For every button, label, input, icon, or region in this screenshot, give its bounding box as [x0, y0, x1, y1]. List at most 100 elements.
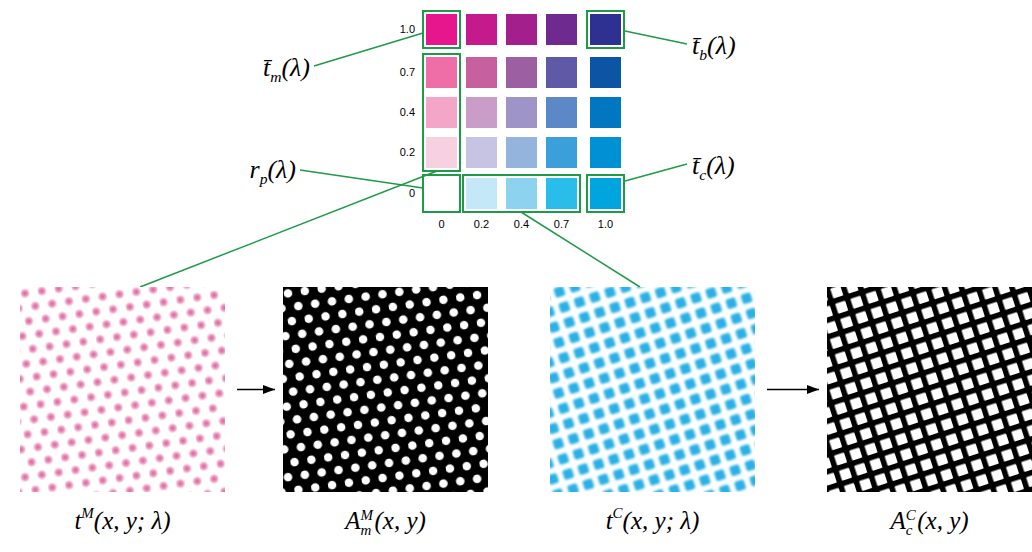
- halftone-dots: [550, 287, 755, 492]
- math-part: C: [906, 507, 916, 523]
- color-square: [426, 97, 457, 128]
- math-scripts: cC: [906, 517, 918, 532]
- leader-lines: [140, 31, 687, 287]
- math-part: t: [74, 507, 81, 534]
- leader-line: [300, 170, 423, 188]
- image-panel: AcC(x, y): [827, 287, 1032, 536]
- axis-tick: 0: [409, 187, 415, 200]
- color-square: [546, 57, 577, 88]
- math-scripts: mM: [360, 517, 374, 532]
- axis-tick: 1.0: [400, 23, 415, 36]
- leader-line: [314, 33, 423, 66]
- math-part: (x, y): [917, 507, 968, 534]
- color-square: [506, 97, 537, 128]
- color-square: [590, 97, 621, 128]
- magenta-halftone-image: [20, 287, 225, 492]
- halftone-dots: [20, 287, 225, 492]
- leader-line: [625, 164, 687, 181]
- leader-line: [140, 171, 437, 287]
- color-square: [506, 137, 537, 168]
- axis-tick: 0.7: [400, 66, 415, 79]
- callout-label: rp(λ): [250, 154, 297, 185]
- callout-label: t̄b(λ): [692, 30, 736, 61]
- math-part: (λ): [281, 53, 310, 82]
- math-part: A: [345, 507, 360, 534]
- process-arrow: [767, 389, 819, 391]
- color-square: [466, 178, 497, 209]
- math-part: c: [906, 523, 913, 538]
- color-square: [466, 14, 497, 45]
- color-square: [590, 137, 621, 168]
- axis-tick: 0.4: [514, 218, 529, 231]
- axis-tick: 0.2: [474, 218, 489, 231]
- math-part: m: [270, 69, 281, 86]
- grid-squares: [426, 14, 621, 209]
- color-square: [426, 57, 457, 88]
- image-ground: [283, 287, 488, 492]
- mask-dots: [827, 287, 1032, 492]
- color-square: [426, 14, 457, 45]
- panel-caption: AcC(x, y): [827, 506, 1032, 536]
- highlight-box: [463, 175, 580, 212]
- panel-caption: tC(x, y; λ): [550, 506, 755, 536]
- math-part: (λ): [706, 151, 735, 180]
- highlight-box: [423, 54, 460, 171]
- color-square: [466, 97, 497, 128]
- axis-tick: 0.4: [400, 106, 415, 119]
- callout-label: t̄c(λ): [692, 150, 735, 181]
- math-part: M: [81, 505, 94, 521]
- math-part: b: [699, 47, 707, 64]
- panel-caption: AmM(x, y): [283, 506, 488, 536]
- cyan-halftone-image: [550, 287, 755, 492]
- highlight-box: [587, 175, 624, 212]
- image-panel: tC(x, y; λ): [550, 287, 755, 536]
- color-square: [506, 178, 537, 209]
- color-square: [546, 14, 577, 45]
- image-ground: [20, 287, 225, 492]
- highlight-box: [587, 11, 624, 48]
- process-arrow: [237, 389, 275, 391]
- color-square: [546, 97, 577, 128]
- math-part: A: [890, 507, 905, 534]
- math-part: C: [613, 505, 623, 521]
- math-part: t: [606, 507, 613, 534]
- math-part: t̄: [692, 151, 699, 180]
- math-part: (x, y; λ): [623, 507, 700, 534]
- highlight-box: [423, 175, 460, 212]
- color-square: [426, 137, 457, 168]
- math-part: c: [699, 167, 706, 184]
- math-part: (x, y): [374, 507, 425, 534]
- highlight-box: [423, 11, 460, 48]
- image-panel: tM(x, y; λ): [20, 287, 225, 536]
- color-square: [590, 57, 621, 88]
- color-square: [590, 178, 621, 209]
- math-part: M: [360, 507, 373, 523]
- axis-tick: 0.7: [554, 218, 569, 231]
- color-square: [466, 137, 497, 168]
- math-part: t̄: [692, 31, 699, 60]
- math-part: (λ): [707, 31, 736, 60]
- color-square: [506, 57, 537, 88]
- color-square: [546, 137, 577, 168]
- math-part: m: [360, 523, 371, 538]
- magenta-mask-image: [283, 287, 488, 492]
- cyan-mask-image: [827, 287, 1032, 492]
- highlight-boxes: [423, 11, 624, 212]
- mask-dots: [283, 287, 488, 492]
- math-part: (λ): [267, 155, 296, 184]
- image-panel: AmM(x, y): [283, 287, 488, 536]
- math-part: t̄: [263, 53, 270, 82]
- panel-caption: tM(x, y; λ): [20, 506, 225, 536]
- axis-tick: 1.0: [598, 218, 613, 231]
- axis-tick: 0.2: [400, 146, 415, 159]
- leader-line: [625, 31, 687, 44]
- math-part: r: [250, 155, 260, 184]
- image-ground: [827, 287, 1032, 492]
- axis-tick: 0: [438, 218, 444, 231]
- color-square: [506, 14, 537, 45]
- math-part: (x, y; λ): [94, 507, 171, 534]
- color-square: [546, 178, 577, 209]
- color-square: [466, 57, 497, 88]
